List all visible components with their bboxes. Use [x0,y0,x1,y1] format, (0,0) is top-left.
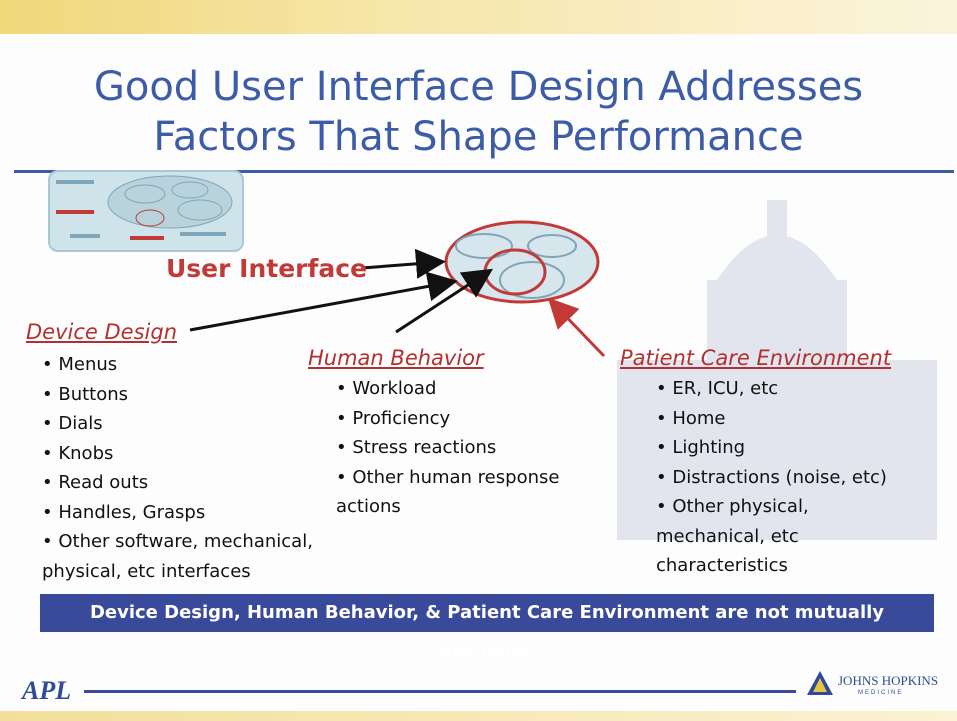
device-arrow [189,271,458,332]
list-item: • Menus [42,354,118,375]
johns-hopkins-logo: JOHNS HOPKINS [838,673,939,688]
list-item: • Dials [42,413,103,434]
list-item: • Stress reactions [336,437,497,458]
environment-ellipse [499,261,565,299]
slide-title: Good User Interface Design Addresses Fac… [0,62,957,162]
list-item: • Handles, Grasps [42,501,206,523]
overview-thumbnail [48,170,244,252]
list-item: • ER, ICU, etc [656,378,779,399]
device-design-heading: Device Design [26,320,177,344]
list-item: mechanical, etc [656,525,799,547]
list-item: • Knobs [42,442,114,464]
list-item: • Buttons [42,383,129,405]
list-item: • Other software, mechanical, [42,531,313,552]
bottom-gradient-bar [0,711,957,721]
patient-care-heading: Patient Care Environment [620,346,892,370]
human-behavior-list: • Workload • Proficiency • Stress reacti… [336,374,559,522]
title-divider [14,170,954,173]
list-item: • Workload [336,378,437,399]
shield-icon [807,671,833,695]
ui-arrow [361,248,446,279]
list-item: • Proficiency [336,407,451,429]
device-ellipse [455,233,513,259]
list-item: • Other physical, [656,496,809,517]
behavior-arrow [395,268,494,334]
title-line-1: Good User Interface Design Addresses [93,64,864,110]
top-gradient-bar [0,0,957,34]
user-interface-label: User Interface [166,254,368,283]
environment-arrow [547,297,606,358]
apl-logo: APL [22,676,72,705]
johns-hopkins-subtitle: MEDICINE [858,690,904,696]
title-line-2: Factors That Shape Performance [153,114,804,160]
list-item: physical, etc interfaces [42,560,251,582]
list-item: • Other human response [336,466,560,488]
device-design-list: • Menus • Buttons • Dials • Knobs • Read… [42,350,313,586]
patient-care-list: • ER, ICU, etc • Home • Lighting • Distr… [656,374,887,581]
human-behavior-heading: Human Behavior [308,346,484,370]
list-item: • Read outs [42,472,149,493]
summary-banner: Device Design, Human Behavior, & Patient… [40,594,934,661]
list-item: • Distractions (noise, etc) [656,466,887,488]
list-item: characteristics [656,555,788,576]
list-item: • Lighting [656,437,746,458]
footer-divider [84,690,796,693]
list-item: • Home [656,407,726,429]
list-item: actions [336,496,401,517]
building-watermark [617,200,937,540]
behavior-ellipse [527,234,577,258]
